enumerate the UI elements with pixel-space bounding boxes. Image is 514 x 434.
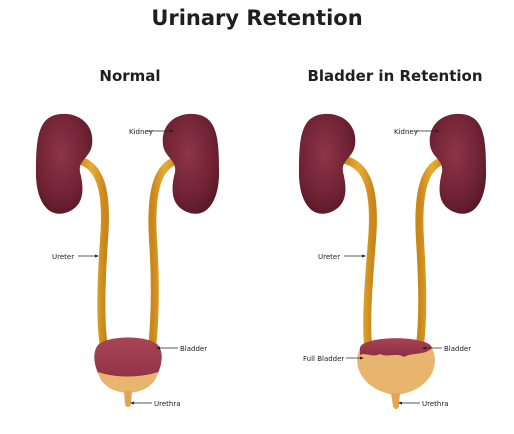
bladder-wall-retention bbox=[360, 338, 432, 357]
normal-panel: Kidney Ureter Bladder Urethra bbox=[35, 113, 220, 408]
label-bladder-retention: Bladder bbox=[444, 345, 471, 353]
retention-heading: Bladder in Retention bbox=[307, 67, 483, 85]
page-title: Urinary Retention bbox=[151, 6, 363, 30]
left-ureter-normal bbox=[74, 156, 109, 352]
label-kidney-normal: Kidney bbox=[129, 128, 153, 136]
label-urethra-retention: Urethra bbox=[422, 400, 449, 408]
left-kidney-retention bbox=[298, 113, 356, 214]
label-full-bladder: Full Bladder bbox=[303, 355, 344, 363]
label-kidney-retention: Kidney bbox=[394, 128, 418, 136]
left-kidney-normal bbox=[35, 113, 93, 214]
label-bladder-normal: Bladder bbox=[180, 345, 207, 353]
label-ureter-normal: Ureter bbox=[52, 253, 74, 261]
right-ureter-normal bbox=[148, 156, 182, 352]
right-kidney-retention bbox=[429, 113, 487, 214]
right-ureter-retention bbox=[415, 156, 449, 349]
label-urethra-normal: Urethra bbox=[154, 400, 181, 408]
right-kidney-normal bbox=[162, 113, 220, 214]
urethra-normal bbox=[124, 391, 132, 407]
urethra-retention bbox=[391, 393, 400, 409]
urine-normal bbox=[98, 372, 158, 393]
left-ureter-retention bbox=[341, 156, 377, 349]
normal-heading: Normal bbox=[99, 67, 161, 85]
label-ureter-retention: Ureter bbox=[318, 253, 340, 261]
retention-panel: Kidney Ureter Bladder Full Bladder Ureth… bbox=[298, 113, 487, 409]
